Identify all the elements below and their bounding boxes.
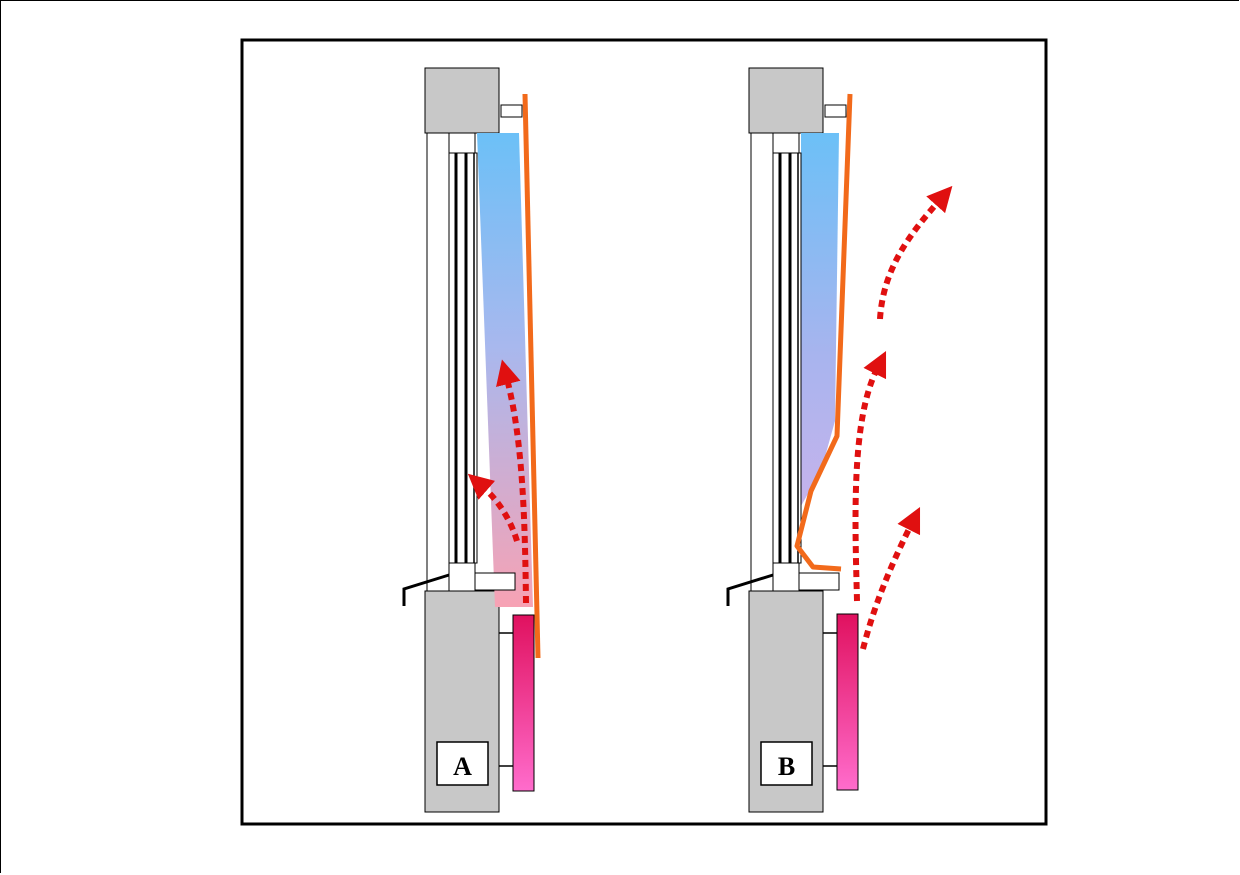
window-sash-top [772, 132, 800, 154]
panel-a: A [402, 67, 541, 813]
panel-b-label-box [760, 741, 813, 786]
window-sash-bottom [772, 562, 800, 592]
window-frame [426, 132, 450, 592]
curtain [794, 93, 853, 572]
window-frame [750, 132, 774, 592]
window-sash-top [448, 132, 476, 154]
window-sash-bottom [448, 562, 476, 592]
wall-upper [424, 67, 500, 134]
airflow-arrow [877, 185, 953, 320]
panel-b: B [726, 67, 953, 813]
wall-upper [748, 67, 824, 134]
panel-a-label: A [453, 752, 472, 781]
curtain [522, 93, 541, 659]
airflow-arrow [860, 506, 921, 650]
air-zone [801, 133, 839, 506]
panel-a-label-box [436, 741, 489, 786]
radiator [512, 614, 535, 792]
diagram-frame [240, 38, 1048, 826]
curtain-rail [500, 104, 523, 118]
window-glass [448, 152, 478, 564]
window-sill [474, 572, 516, 591]
panel-b-label: B [778, 752, 795, 781]
interior-sill [402, 573, 450, 606]
window-sill [798, 572, 840, 591]
window-glass [772, 152, 802, 564]
radiator [836, 613, 859, 791]
airflow-arrow [496, 359, 529, 604]
interior-sill [726, 573, 774, 606]
curtain-rail [824, 104, 847, 118]
airflow-arrow [467, 473, 520, 542]
airflow-arrow [852, 350, 887, 602]
